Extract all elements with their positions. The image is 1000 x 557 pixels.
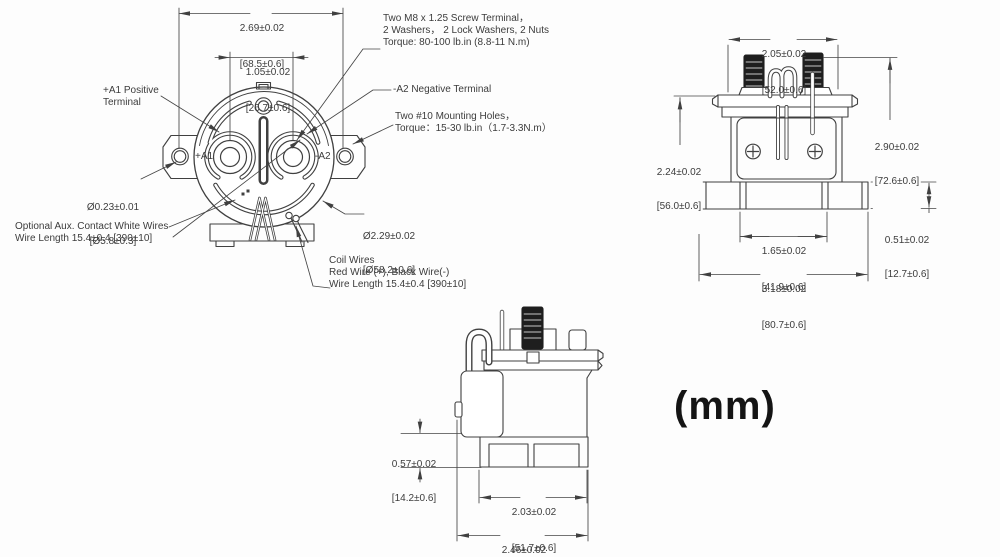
front-inner-rim	[199, 91, 329, 147]
front-view-drawing	[162, 81, 366, 248]
label-screw-terminal: Two M8 x 1.25 Screw Terminal， 2 Washers，…	[383, 13, 549, 48]
profile-aux-bump	[454, 401, 463, 418]
dim-side-base-height: 0.51±0.02 [12.7±0.6]	[882, 213, 932, 302]
leader-mounting-holes	[352, 124, 394, 145]
side-base	[699, 181, 869, 210]
dim-front-mount-spacing-mm: [68.5±0.6]	[239, 59, 285, 70]
dim-side-base-width: 3.18±0.02 [80.7±0.6]	[761, 284, 807, 331]
side-body	[730, 116, 843, 183]
leader-positive-terminal	[160, 95, 220, 133]
leader-coil-wires	[295, 225, 331, 289]
label-negative-terminal: -A2 Negative Terminal	[393, 84, 492, 95]
leader-negative-terminal	[306, 89, 392, 135]
marking-positive: +A1	[195, 151, 214, 162]
dim-front-mount-spacing-in: 2.69±0.02	[239, 23, 285, 34]
unit-note: (mm)	[674, 384, 776, 428]
front-terminals	[212, 139, 311, 175]
label-mounting-holes: Two #10 Mounting Holes， Torque：15-30 lb.…	[395, 111, 552, 134]
label-aux-contact: Optional Aux. Contact White Wires Wire L…	[15, 221, 169, 244]
profile-view-drawing	[454, 306, 604, 468]
profile-stud	[499, 306, 587, 353]
dim-profile-aux-to-bottom: 0.57±0.02 [14.2±0.6]	[391, 459, 437, 504]
dim-side-stud-spacing: 2.05±0.02 [52.0±0.6]	[761, 49, 807, 96]
dim-front-terminal-spacing: 1.05±0.02 [26.7±0.6]	[245, 67, 291, 114]
dim-side-flange-to-bottom: 2.24±0.02 [56.0±0.6]	[654, 145, 704, 234]
leader-aux-dots	[168, 199, 236, 228]
profile-base	[479, 436, 589, 468]
side-studs	[743, 52, 824, 94]
profile-flange	[481, 349, 604, 371]
label-positive-terminal: +A1 Positive Terminal	[103, 85, 159, 108]
dim-front-mount-hole-dia: Ø0.23±0.01 [Ø5.8±0.3]	[86, 202, 140, 247]
front-aux-contact-dots	[241, 189, 250, 196]
profile-view-dimensions	[400, 418, 589, 542]
label-coil-wires: Coil Wires Red Wire (+), Black Wire(-) W…	[329, 255, 467, 290]
front-view-dimensions	[140, 7, 394, 289]
dim-profile-body-depth: 2.03±0.02 [51.7±0.6]	[511, 507, 557, 554]
side-screws	[745, 143, 823, 160]
leader-aux-wires	[172, 139, 301, 238]
front-coil-wire-symbol	[248, 196, 277, 242]
marking-negative: -A2	[315, 151, 331, 162]
profile-aux-block	[460, 370, 504, 438]
dim-side-slot-spacing: 1.65±0.02 [41.9±0.6]	[761, 246, 807, 293]
dim-front-mount-spacing: 2.69±0.02 [68.5±0.6]	[240, 1, 284, 92]
leader-screw-terminal	[296, 48, 381, 141]
front-coil-wires	[285, 211, 309, 244]
side-coil-wires	[767, 66, 815, 160]
leader-body-dia	[322, 200, 365, 215]
profile-body	[454, 369, 593, 438]
dim-profile-overall-depth: 2.46±0.02 [62.4±0.6]	[501, 545, 547, 556]
profile-small-post	[568, 329, 587, 351]
front-top-hole	[254, 81, 273, 115]
dim-front-body-dia: Ø2.29±0.02 [Ø58.2±0.6]	[362, 231, 416, 276]
profile-bracket	[465, 328, 493, 375]
leader-mount-hole-dia	[140, 161, 177, 180]
dim-side-overall-height: 2.90±0.02 [72.6±0.6]	[872, 120, 922, 209]
